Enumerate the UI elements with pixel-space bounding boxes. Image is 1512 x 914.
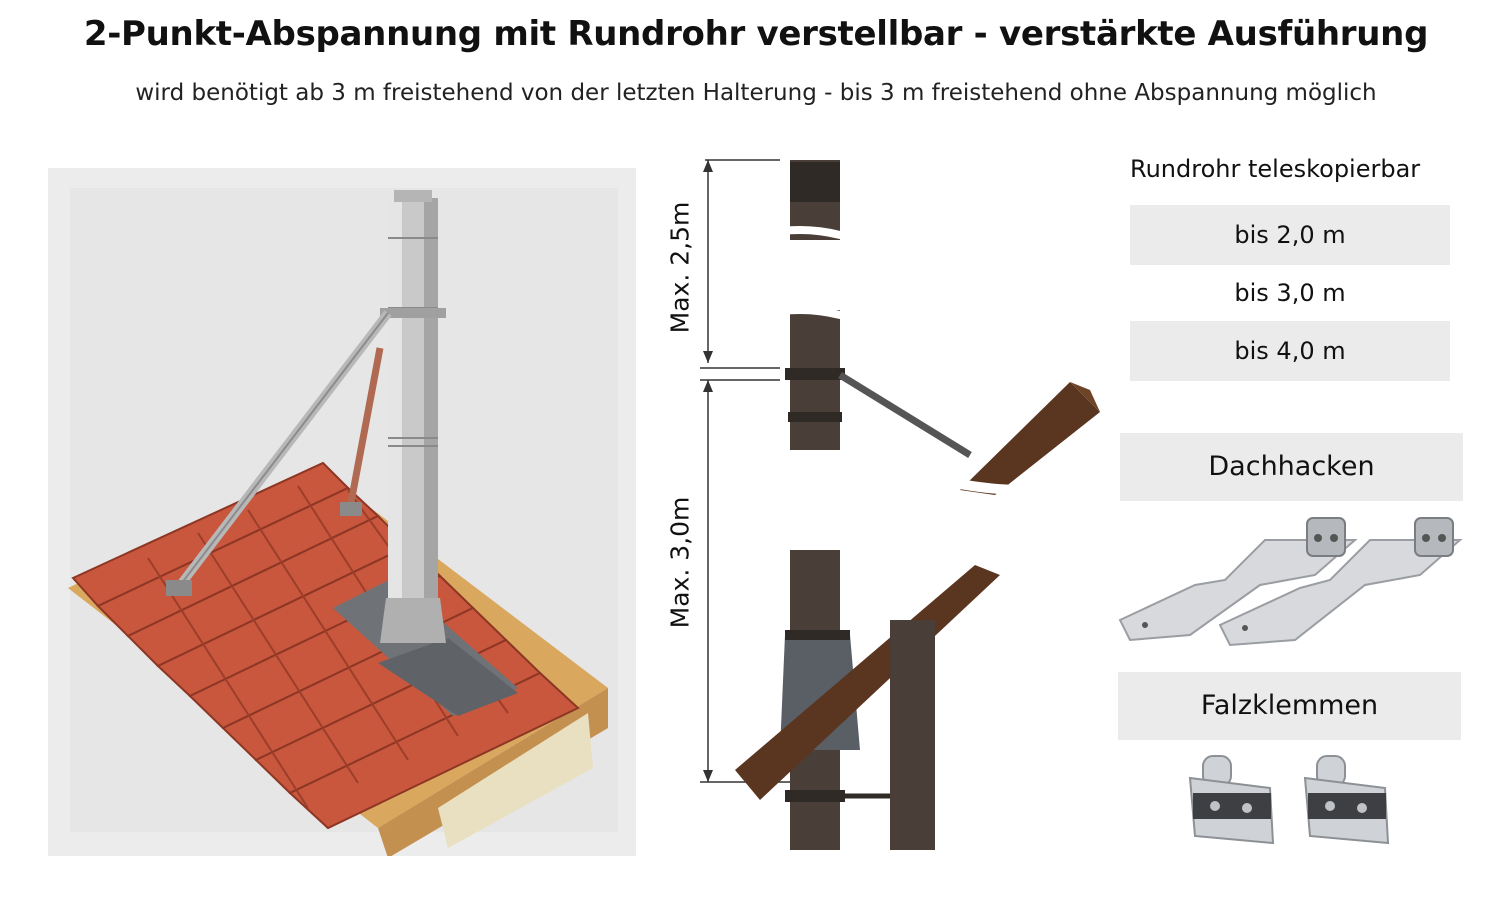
roof-hooks-heading: Dachhacken: [1120, 433, 1463, 501]
lower-dimension-label: Max. 3,0m: [665, 496, 695, 629]
seam-clamps-heading: Falzklemmen: [1118, 672, 1461, 740]
roof-hook-icon: [1118, 517, 1463, 647]
option-row: bis 2,0 m: [1130, 205, 1450, 265]
side-view-diagram: [700, 159, 1100, 850]
seam-clamp-icon: [1188, 755, 1390, 845]
telescopic-heading: Rundrohr teleskopierbar: [1130, 155, 1421, 183]
option-row: bis 4,0 m: [1130, 321, 1450, 381]
upper-dimension-label: Max. 2,5m: [665, 201, 695, 334]
page-title: 2-Punkt-Abspannung mit Rundrohr verstell…: [83, 14, 1429, 54]
option-row: bis 3,0 m: [1234, 279, 1346, 307]
roof-installation-illustration: [48, 168, 636, 856]
page-subtitle: wird benötigt ab 3 m freistehend von der…: [135, 80, 1377, 106]
